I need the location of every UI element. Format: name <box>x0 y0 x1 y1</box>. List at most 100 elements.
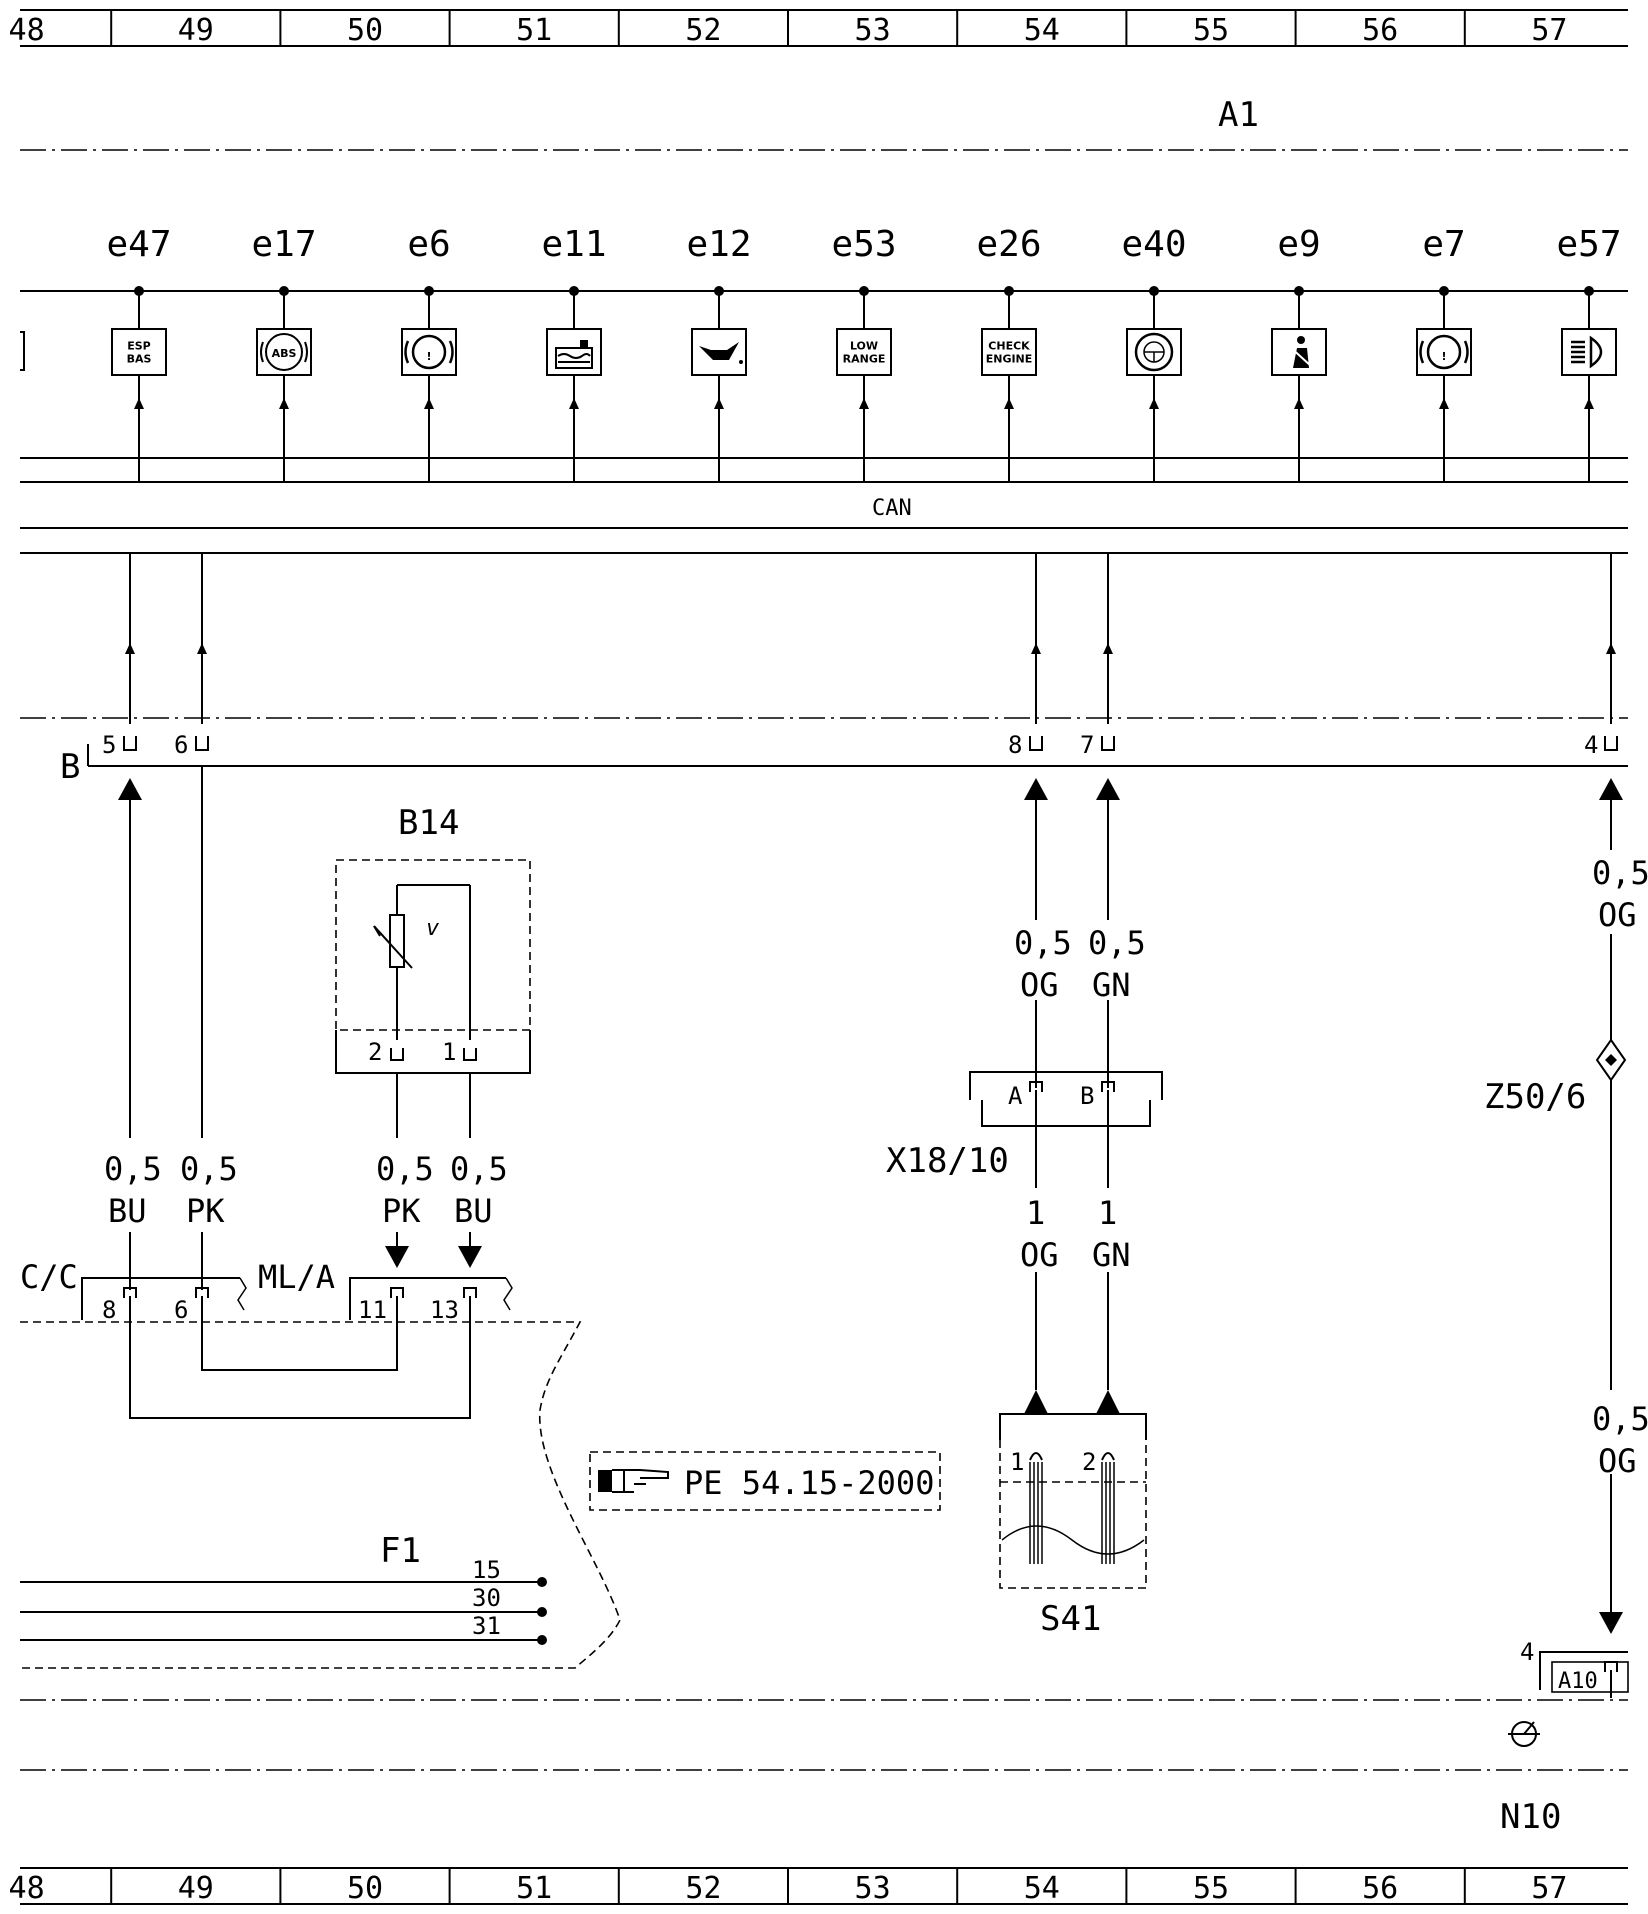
wire-label-pk-b14: 0,5 PK <box>376 1150 434 1230</box>
svg-text:B: B <box>1080 1082 1094 1110</box>
pe-reference-text: PE 54.15-2000 <box>684 1464 934 1502</box>
grid-number-top: 56 <box>1362 13 1398 48</box>
indicator-code: e40 <box>1121 224 1186 265</box>
svg-text:30: 30 <box>472 1584 501 1612</box>
indicator-icon-text: ! <box>1441 350 1446 363</box>
svg-text:BU: BU <box>454 1192 493 1230</box>
s41-switch: 1 2 <box>999 1413 1147 1589</box>
a1-label: A1 <box>1218 95 1259 135</box>
bottom-grid-ruler <box>20 1867 1628 1905</box>
og-gn-lower-wires <box>1024 1118 1120 1414</box>
grid-number-top: 53 <box>855 13 891 48</box>
wire-label-right-upper: 0,5 OG <box>1592 854 1648 934</box>
left-wires <box>129 766 203 1138</box>
right-wire <box>1595 800 1627 1634</box>
svg-text:5: 5 <box>102 731 116 759</box>
wire-label-pk-left: 0,5 PK <box>180 1150 238 1230</box>
indicator-icon-text: BAS <box>127 353 152 366</box>
indicator-code: e12 <box>686 224 751 265</box>
a10-connector: A10 4 <box>1520 1638 1629 1698</box>
left-wires-lower <box>129 1232 203 1290</box>
svg-text:1: 1 <box>1010 1448 1024 1476</box>
b14-wires <box>385 1073 482 1268</box>
wires-to-connector-b <box>125 553 1616 724</box>
wire-label-right-lower: 0,5 OG <box>1592 1400 1648 1480</box>
svg-text:A10: A10 <box>1558 1669 1598 1694</box>
svg-text:6: 6 <box>174 731 188 759</box>
indicator-e6: e6! <box>401 224 457 482</box>
indicator-code: e17 <box>251 224 316 265</box>
svg-text:15: 15 <box>472 1556 501 1584</box>
grid-number-bottom: 48 <box>9 1871 45 1906</box>
svg-text:BU: BU <box>108 1192 147 1230</box>
grid-number-bottom: 57 <box>1531 1871 1567 1906</box>
can-label: CAN <box>872 496 912 521</box>
mla-connector-label: ML/A <box>258 1258 335 1296</box>
x18-label: X18/10 <box>886 1141 1009 1181</box>
indicator-icon-text: ENGINE <box>986 353 1033 366</box>
indicator-code: e47 <box>106 224 171 265</box>
wire-label-og-upper: 0,5 OG <box>1014 924 1072 1004</box>
f1-label: F1 <box>380 1531 421 1571</box>
svg-text:0,5: 0,5 <box>1014 924 1072 962</box>
control-unit-boundary <box>20 1321 621 1669</box>
wire-label-gn-lower: 1 GN <box>1092 1194 1131 1274</box>
cc-connector-label: C/C <box>20 1258 78 1296</box>
svg-text:2: 2 <box>368 1038 382 1066</box>
grid-number-top: 49 <box>178 13 214 48</box>
internal-connections <box>129 1322 471 1419</box>
parking-brake-icon: ! <box>1419 334 1469 370</box>
steering-wheel-icon <box>1134 332 1174 372</box>
wire-label-og-lower: 1 OG <box>1020 1194 1059 1274</box>
grid-number-bottom: 56 <box>1362 1871 1398 1906</box>
oil-pressure-icon <box>699 342 743 364</box>
og-gn-wires <box>1035 800 1109 1088</box>
svg-text:OG: OG <box>1020 966 1059 1004</box>
svg-text:0,5: 0,5 <box>104 1150 162 1188</box>
svg-text:0,5: 0,5 <box>1592 854 1648 892</box>
svg-text:0,5: 0,5 <box>376 1150 434 1188</box>
indicator-code: e53 <box>831 224 896 265</box>
grid-number-bottom: 55 <box>1193 1871 1229 1906</box>
seatbelt-icon <box>1288 336 1312 368</box>
top-grid-ruler <box>20 9 1628 47</box>
wire-label-bu-b14: 0,5 BU <box>450 1150 508 1230</box>
indicator-e12: e12 <box>686 224 752 482</box>
grid-number-top: 52 <box>685 13 721 48</box>
svg-text:0,5: 0,5 <box>1592 1400 1648 1438</box>
indicator-icon-text: LOW <box>850 340 878 353</box>
svg-text:0,5: 0,5 <box>1088 924 1146 962</box>
wire-label-bu-left: 0,5 BU <box>104 1150 162 1230</box>
indicator-icon-text: ESP <box>127 340 151 353</box>
indicator-code: e11 <box>541 224 606 265</box>
b14-label: B14 <box>398 803 459 843</box>
z50-label: Z50/6 <box>1484 1077 1586 1117</box>
grid-number-top: 50 <box>347 13 383 48</box>
grid-number-top: 54 <box>1024 13 1060 48</box>
svg-text:1: 1 <box>1098 1194 1117 1232</box>
grid-number-bottom: 53 <box>855 1871 891 1906</box>
abs-icon: ABS <box>260 333 308 371</box>
indicator-e57: e57 <box>1556 224 1622 482</box>
indicator-e9: e9 <box>1271 224 1327 482</box>
svg-text:4: 4 <box>1520 1638 1534 1666</box>
pe-reference-box <box>589 1451 941 1511</box>
svg-text:4: 4 <box>1584 731 1598 759</box>
svg-text:7: 7 <box>1080 731 1094 759</box>
svg-text:PK: PK <box>186 1192 225 1230</box>
f1-terminals: 15 30 31 <box>20 1556 547 1645</box>
connector-b-pins: 5 6 8 7 4 <box>102 731 1618 759</box>
cc-connector <box>81 1277 247 1320</box>
mla-connector <box>349 1277 513 1320</box>
s41-label: S41 <box>1040 1599 1101 1639</box>
ground-symbol-icon <box>1508 1721 1540 1747</box>
b14-v-label: v <box>426 916 440 941</box>
svg-text:8: 8 <box>102 1296 116 1324</box>
indicator-e40: e40 <box>1121 224 1187 482</box>
